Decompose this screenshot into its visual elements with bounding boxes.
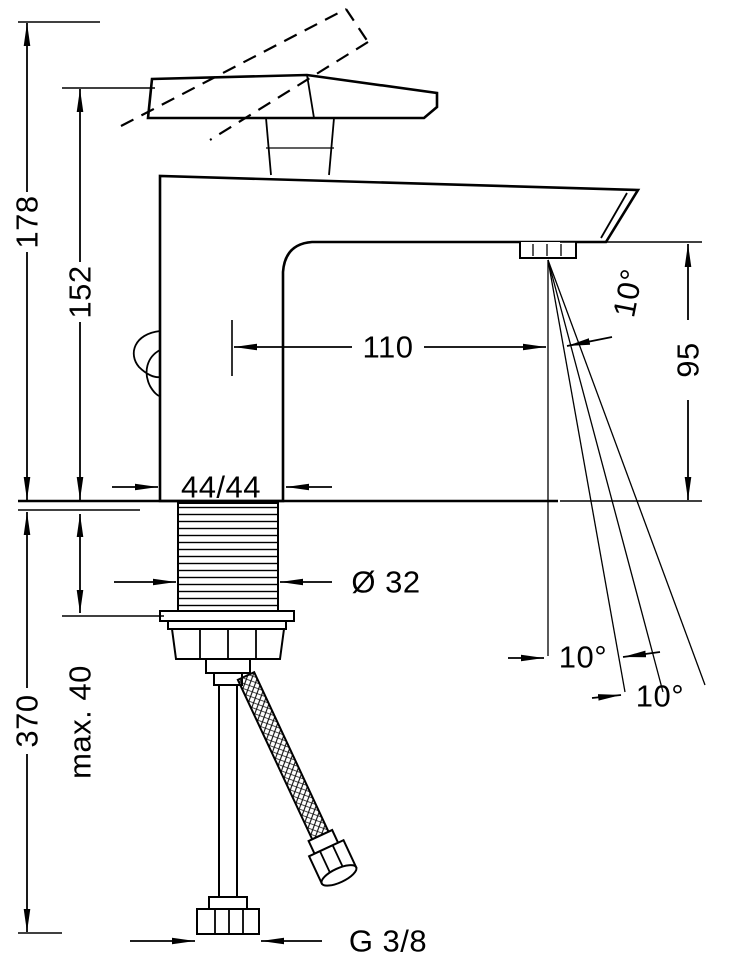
threaded-shank	[177, 502, 279, 612]
dim-angle-inner-label: 10°	[559, 640, 607, 675]
dimension-angle-inner: 10°	[508, 640, 661, 675]
aerator	[519, 242, 577, 259]
dim-height-to-spout-label: 152	[63, 265, 98, 318]
body-spout-outline	[158, 174, 641, 503]
handle-lever-raised	[120, 8, 369, 141]
dim-base-size-label: 44/44	[181, 470, 261, 505]
dimension-angle-outer: 10°	[591, 679, 684, 714]
dimension-base-size: 44/44	[112, 470, 332, 505]
side-lever-hook	[132, 330, 161, 397]
mounting-nut	[170, 628, 286, 686]
supply-hose-straight	[196, 684, 260, 935]
dimension-height-to-spout: 152	[62, 87, 155, 500]
stream-lines	[547, 259, 706, 693]
dimension-install-depth: 370	[10, 512, 62, 934]
dimension-total-height: 178	[10, 21, 100, 500]
handle-lever	[146, 73, 439, 176]
hose-connection-nut	[196, 908, 260, 935]
dim-install-depth-label: 370	[10, 694, 45, 747]
dim-connection-thread-label: G 3/8	[349, 924, 427, 959]
dimension-connection-thread: G 3/8	[130, 924, 427, 959]
mounting-washer	[159, 610, 295, 630]
dim-spout-reach-label: 110	[363, 330, 414, 365]
dimension-hole-diameter: Ø 32	[114, 565, 420, 600]
spout-tip-inner-line	[600, 192, 628, 239]
dim-stream-angle-label: 10°	[606, 266, 650, 320]
deck-line	[18, 499, 558, 511]
faucet-body	[158, 174, 641, 503]
dim-angle-outer-label: 10°	[636, 679, 684, 714]
dimension-outlet-height: 95	[560, 241, 706, 502]
dim-hole-diameter-label: Ø 32	[351, 565, 420, 600]
hose-ferrule	[208, 896, 248, 910]
dimension-stream-angle: 10°	[566, 266, 650, 347]
dim-total-height-label: 178	[10, 195, 45, 248]
dimension-spout-reach: 110	[231, 320, 546, 376]
dim-max-deck-thickness-label: max. 40	[63, 665, 98, 779]
supply-hose-angled	[236, 670, 358, 887]
dimension-max-deck-thickness: max. 40	[62, 514, 164, 779]
dim-outlet-height-label: 95	[671, 342, 706, 377]
